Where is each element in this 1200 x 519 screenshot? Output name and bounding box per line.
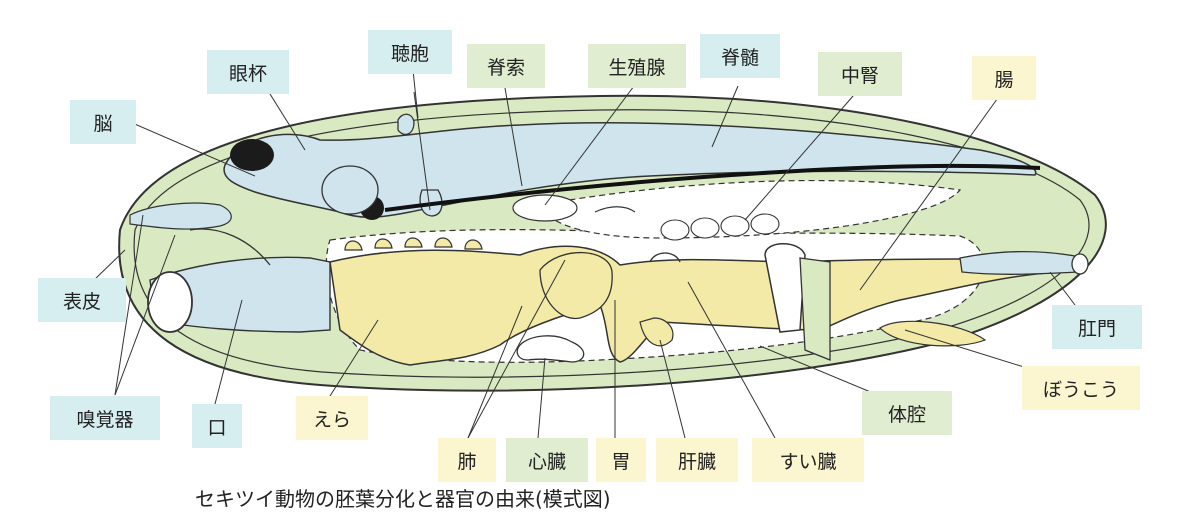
label-kanzou: 肝臓 <box>656 438 738 482</box>
cloaca-band <box>799 257 831 361</box>
caption: セキツイ動物の胚葉分化と器官の由来(模式図) <box>195 487 611 511</box>
label-chouhou: 聴胞 <box>368 30 452 74</box>
label-chuujin: 中腎 <box>818 52 902 96</box>
mesonephros <box>660 213 780 241</box>
lung <box>539 251 613 320</box>
label-taikou: 体腔 <box>862 391 952 435</box>
otic-vesicle <box>397 113 415 136</box>
label-seishokusen: 生殖腺 <box>588 44 686 88</box>
label-era: えら <box>296 396 368 440</box>
label-boukou: ぼうこう <box>1022 366 1140 410</box>
label-hai: 肺 <box>438 438 496 482</box>
label-kyuukakuki: 嗅覚器 <box>50 396 160 440</box>
label-i: 胃 <box>596 438 646 482</box>
label-chou: 腸 <box>972 56 1036 100</box>
gonad-2 <box>594 206 636 213</box>
leader-lines <box>91 69 1076 439</box>
cloaca-loop <box>764 243 806 333</box>
liver <box>639 317 674 347</box>
label-sekisaku: 脊索 <box>467 44 545 88</box>
mouth-opening <box>147 271 193 333</box>
stomach-bump <box>649 252 681 263</box>
label-nou: 脳 <box>70 100 136 144</box>
bladder <box>879 320 987 347</box>
gill-arches <box>344 237 483 251</box>
nasal-organ <box>129 202 232 230</box>
anus-opening <box>1071 253 1089 275</box>
gut <box>329 245 1063 366</box>
pharynx <box>149 256 331 333</box>
label-hyouhi: 表皮 <box>38 278 126 322</box>
upper-coelom <box>539 179 962 239</box>
label-suizou: すい臓 <box>752 438 864 482</box>
gonad <box>512 194 578 222</box>
label-koumon: 肛門 <box>1052 305 1142 349</box>
label-kuchi: 口 <box>192 404 242 448</box>
eye-cup <box>230 139 274 171</box>
label-sekizui: 脊髄 <box>700 34 780 78</box>
brain-bulb <box>321 165 379 215</box>
label-gankai: 眼杯 <box>207 50 289 94</box>
nasal-tube <box>189 228 271 266</box>
anus-tube <box>959 251 1079 275</box>
label-shinzou: 心臓 <box>506 438 588 482</box>
notochord <box>384 163 1041 212</box>
heart <box>516 335 585 363</box>
